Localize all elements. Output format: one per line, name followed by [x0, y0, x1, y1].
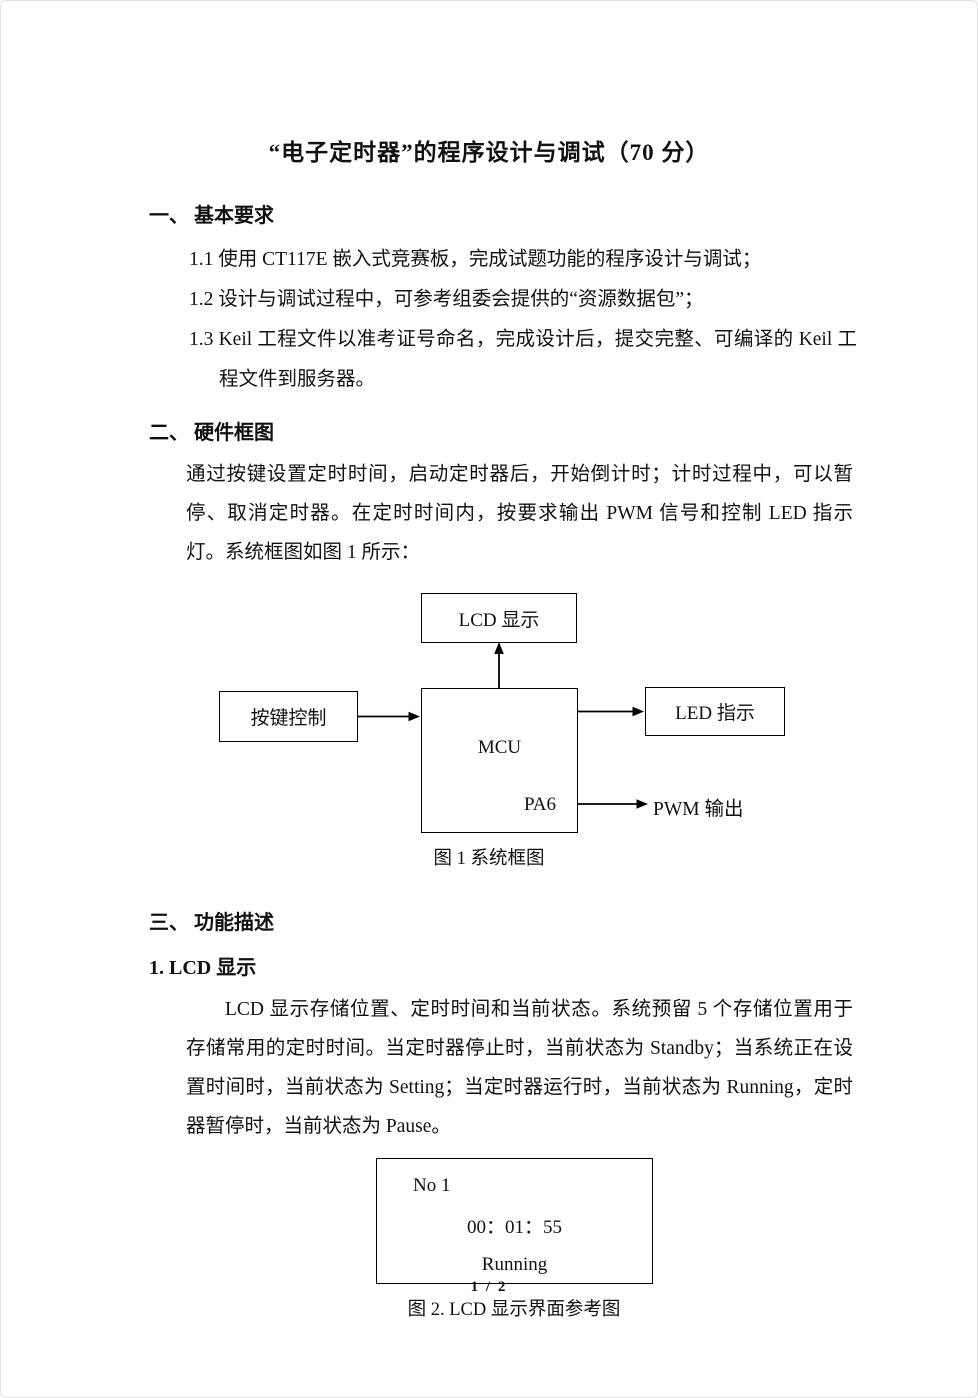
- system-block-diagram: LCD 显示 按键控制 MCU PA6 LED 指示 PWM 输出 图 1 系统…: [1, 588, 977, 880]
- lcd-line-status: Running: [481, 1254, 548, 1275]
- list-item: 1.2 设计与调试过程中，可参考组委会提供的“资源数据包”；: [189, 289, 704, 310]
- mcu-label: MCU: [477, 737, 522, 758]
- section2-paragraph: 通过按键设置定时时间，启动定时器后，开始倒计时；计时过程中，可以暂停、取消定时器…: [186, 464, 853, 563]
- diagram-box-lcd-display: LCD 显示: [421, 593, 577, 643]
- lcd-line-time: 00：01：55: [466, 1217, 562, 1238]
- section3-paragraph: LCD 显示存储位置、定时时间和当前状态。系统预留 5 个存储位置用于存储常用的…: [186, 999, 853, 1137]
- page-number: 1 / 2: [470, 1279, 508, 1295]
- document-title: “电子定时器”的程序设计与调试（70 分）: [268, 140, 710, 165]
- lcd-line-memory-slot: No 1: [413, 1175, 451, 1196]
- section2-heading: 二、 硬件框图: [149, 422, 274, 444]
- diagram-box-led-indicator: LED 指示: [645, 687, 785, 736]
- section1-heading: 一、 基本要求: [149, 205, 274, 227]
- list-item: 1.3 Keil 工程文件以准考证号命名，完成设计后，提交完整、可编译的 Kei…: [189, 329, 857, 390]
- list-item: 1.1 使用 CT117E 嵌入式竞赛板，完成试题功能的程序设计与调试；: [189, 249, 762, 270]
- figure2-caption: 图 2. LCD 显示界面参考图: [407, 1300, 621, 1320]
- section1-list: 1.1 使用 CT117E 嵌入式竞赛板，完成试题功能的程序设计与调试； 1.2…: [189, 240, 857, 400]
- diagram-box-key-control: 按键控制: [219, 691, 358, 742]
- diagram-box-mcu: MCU PA6: [421, 688, 578, 833]
- lcd-screen-figure: No 1 00：01：55 Running: [376, 1158, 653, 1284]
- figure1-caption: 图 1 系统框图: [433, 849, 545, 869]
- pwm-output-label: PWM 输出: [653, 799, 744, 820]
- section3-heading: 三、 功能描述: [149, 912, 274, 934]
- section3-sub1-heading: 1. LCD 显示: [149, 957, 257, 979]
- mcu-pin-pa6-label: PA6: [523, 794, 556, 815]
